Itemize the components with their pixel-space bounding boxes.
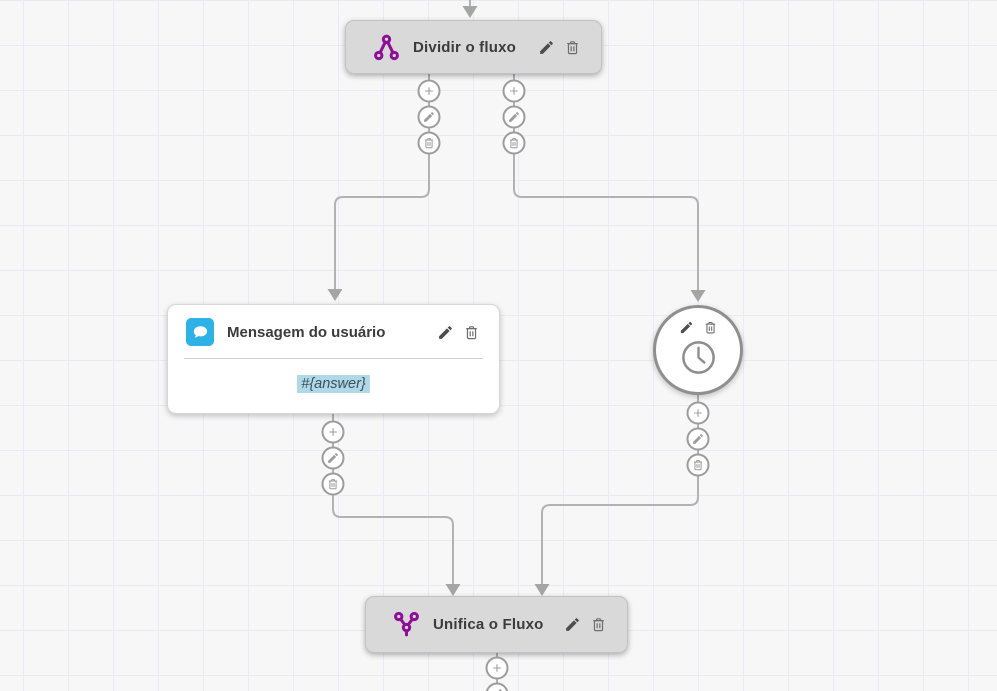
pencil-icon: [424, 112, 434, 122]
edit-node-button[interactable]: [437, 324, 454, 341]
node-actions: [437, 324, 480, 341]
pencil-icon: [328, 453, 338, 463]
message-node-header: Mensagem do usuário: [168, 305, 499, 358]
node-timer[interactable]: [653, 305, 743, 395]
node-actions: [564, 616, 607, 633]
connector-timer-to-merge: [541, 468, 699, 584]
node-title: Unifica o Fluxo: [433, 616, 544, 633]
port-add-button[interactable]: [502, 79, 526, 103]
port-edit-button[interactable]: [686, 427, 710, 451]
port-delete-button[interactable]: [321, 472, 345, 496]
plus-icon: [329, 428, 337, 436]
edit-node-button[interactable]: [679, 320, 694, 335]
port-edit-button[interactable]: [417, 105, 441, 129]
arrowhead-into-merge-left: [445, 584, 461, 596]
node-user-message[interactable]: Mensagem do usuário #{answer}: [167, 304, 500, 414]
arrowhead-into-message: [327, 289, 343, 301]
plus-icon: [694, 409, 702, 417]
node-actions: [538, 39, 581, 56]
split-flow-icon: [373, 34, 400, 61]
trash-icon: [424, 138, 434, 149]
delete-node-button[interactable]: [564, 39, 581, 56]
delete-node-button[interactable]: [590, 616, 607, 633]
pencil-icon: [497, 689, 502, 691]
pencil-icon: [566, 618, 579, 631]
trash-icon: [705, 321, 715, 334]
arrowhead-into-merge-right: [534, 584, 550, 596]
edit-node-button[interactable]: [538, 39, 555, 56]
message-variable: #{answer}: [297, 375, 370, 393]
pencil-icon: [693, 434, 703, 444]
connector-split-to-message: [334, 154, 430, 290]
node-split-flow[interactable]: Dividir o fluxo: [345, 20, 602, 74]
plus-icon: [510, 87, 518, 95]
port-add-button[interactable]: [321, 420, 345, 444]
trash-icon: [509, 138, 519, 149]
port-delete-button[interactable]: [686, 453, 710, 477]
connector-arrowheads: [327, 6, 706, 596]
chat-bubble-icon: [186, 318, 214, 346]
delete-node-button[interactable]: [463, 324, 480, 341]
pencil-icon: [680, 321, 692, 334]
connector-split-to-timer: [513, 154, 699, 291]
node-merge-flow[interactable]: Unifica o Fluxo: [365, 596, 628, 653]
port-edit-button[interactable]: [502, 105, 526, 129]
pencil-icon: [540, 40, 553, 54]
trash-icon: [567, 40, 578, 54]
pencil-icon: [439, 325, 452, 339]
divider: [184, 358, 483, 359]
port-add-button[interactable]: [485, 656, 509, 680]
trash-icon: [466, 325, 477, 339]
clock-icon: [681, 341, 715, 374]
trash-icon: [693, 460, 703, 471]
delete-node-button[interactable]: [703, 320, 718, 335]
trash-icon: [328, 479, 338, 490]
plus-icon: [493, 664, 501, 672]
port-delete-button[interactable]: [502, 131, 526, 155]
trash-icon: [593, 618, 604, 632]
arrowhead-into-split: [462, 6, 478, 18]
pencil-icon: [509, 112, 519, 122]
node-title: Dividir o fluxo: [413, 38, 517, 56]
port-delete-button[interactable]: [417, 131, 441, 155]
message-node-body: #{answer}: [168, 359, 499, 413]
connector-message-to-merge: [332, 490, 454, 584]
node-actions: [679, 320, 718, 335]
port-edit-button[interactable]: [321, 446, 345, 470]
plus-icon: [425, 87, 433, 95]
edit-node-button[interactable]: [564, 616, 581, 633]
port-add-button[interactable]: [686, 401, 710, 425]
arrowhead-into-timer: [690, 290, 706, 302]
merge-flow-icon: [393, 611, 420, 638]
port-add-button[interactable]: [417, 79, 441, 103]
node-title: Mensagem do usuário: [227, 323, 386, 341]
